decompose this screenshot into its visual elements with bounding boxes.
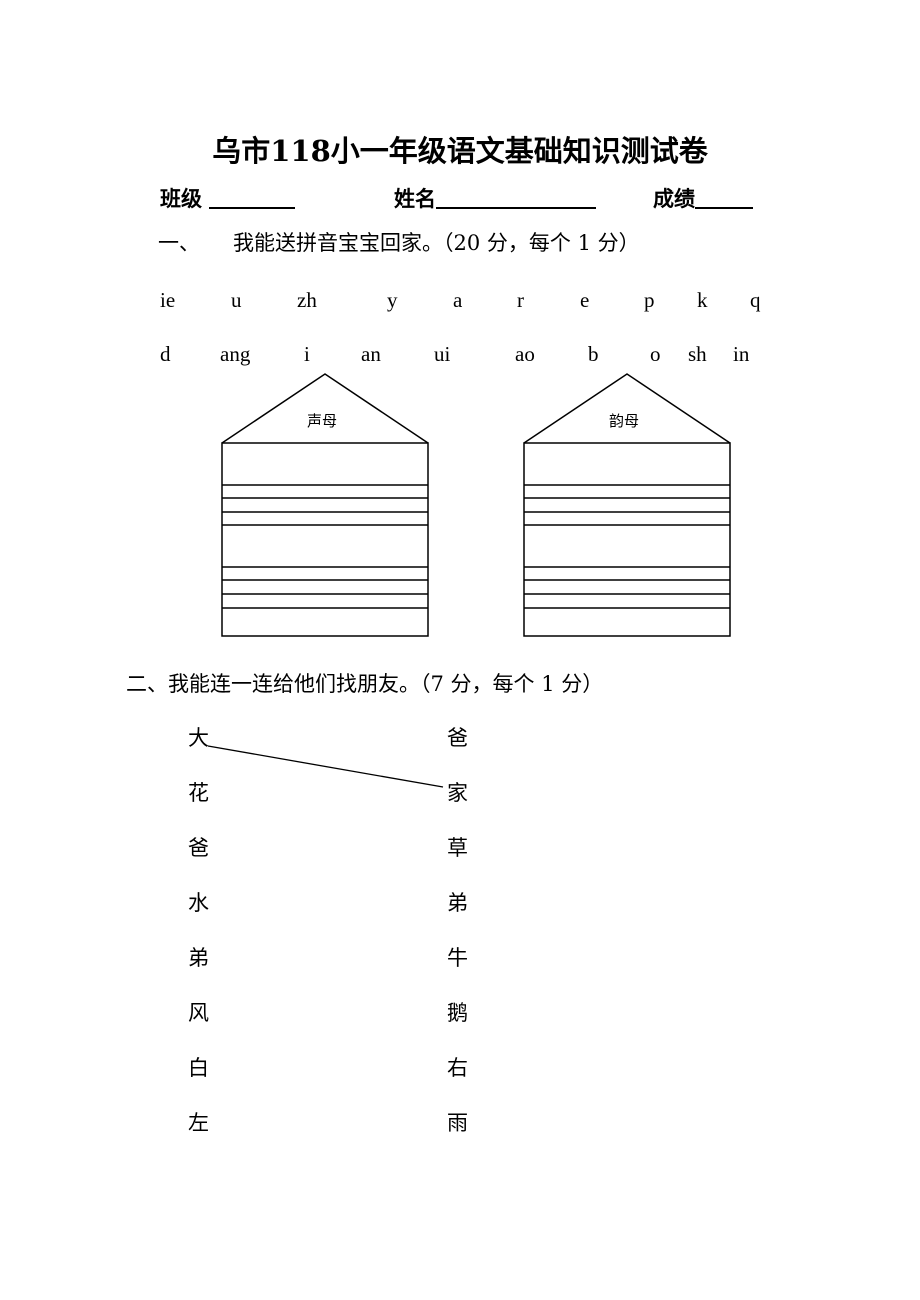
pinyin-item: ang: [220, 342, 251, 366]
pinyin-item: u: [231, 288, 242, 312]
pinyin-item: ao: [515, 342, 535, 366]
pinyin-item: o: [650, 342, 661, 366]
match-right-char[interactable]: 雨: [447, 1111, 468, 1135]
match-left-char[interactable]: 爸: [188, 836, 209, 860]
match-left-char[interactable]: 风: [188, 1001, 209, 1025]
house-label-finals: 韵母: [609, 412, 640, 430]
class-label: 班级: [160, 186, 202, 211]
pinyin-item: sh: [688, 342, 707, 366]
pinyin-item: i: [304, 342, 310, 366]
match-line: [207, 745, 444, 788]
q1-instruction: 我能送拼音宝宝回家。（20 分，每个 1 分）: [233, 231, 640, 255]
score-label: 成绩: [653, 186, 695, 211]
house-body: [523, 442, 731, 637]
match-left-char[interactable]: 大: [188, 726, 209, 750]
page-title: 乌市118小一年级语文基础知识测试卷: [212, 134, 708, 168]
house-label-initials: 声母: [307, 412, 338, 430]
match-left-char[interactable]: 左: [188, 1111, 209, 1135]
house-roof: [221, 373, 429, 444]
score-field: 成绩: [653, 187, 753, 209]
name-label: 姓名: [394, 186, 436, 211]
q1-number: 一、: [158, 231, 200, 255]
match-left-char[interactable]: 花: [188, 781, 209, 805]
match-right-char[interactable]: 鹅: [447, 1001, 468, 1025]
pinyin-item: zh: [297, 288, 317, 312]
house-roof: [523, 373, 731, 444]
pinyin-item: d: [160, 342, 171, 366]
match-right-char[interactable]: 家: [447, 781, 468, 805]
score-blank: [695, 187, 753, 209]
match-right-char[interactable]: 弟: [447, 891, 468, 915]
match-left-char[interactable]: 水: [188, 891, 209, 915]
class-field: 班级: [160, 186, 296, 211]
match-right-char[interactable]: 牛: [447, 946, 468, 970]
pinyin-item: p: [644, 288, 655, 312]
pinyin-item: ui: [434, 342, 451, 366]
q2-instruction: 二、我能连一连给他们找朋友。（7 分，每个 1 分）: [126, 672, 604, 696]
name-field: 姓名: [394, 187, 596, 209]
pinyin-item: b: [588, 342, 599, 366]
match-right-char[interactable]: 右: [447, 1056, 468, 1080]
pinyin-item: a: [453, 288, 463, 312]
class-blank: [209, 187, 296, 209]
pinyin-item: r: [517, 288, 524, 312]
pinyin-item: y: [387, 288, 398, 312]
pinyin-item: in: [733, 342, 750, 366]
pinyin-item: q: [750, 288, 761, 312]
pinyin-item: an: [361, 342, 381, 366]
house-body: [221, 442, 429, 637]
match-right-char[interactable]: 爸: [447, 726, 468, 750]
name-blank: [436, 187, 596, 209]
match-right-char[interactable]: 草: [447, 836, 468, 860]
match-left-char[interactable]: 白: [188, 1056, 209, 1080]
pinyin-item: ie: [160, 288, 176, 312]
pinyin-item: k: [697, 288, 708, 312]
pinyin-item: e: [580, 288, 590, 312]
match-left-char[interactable]: 弟: [188, 946, 209, 970]
